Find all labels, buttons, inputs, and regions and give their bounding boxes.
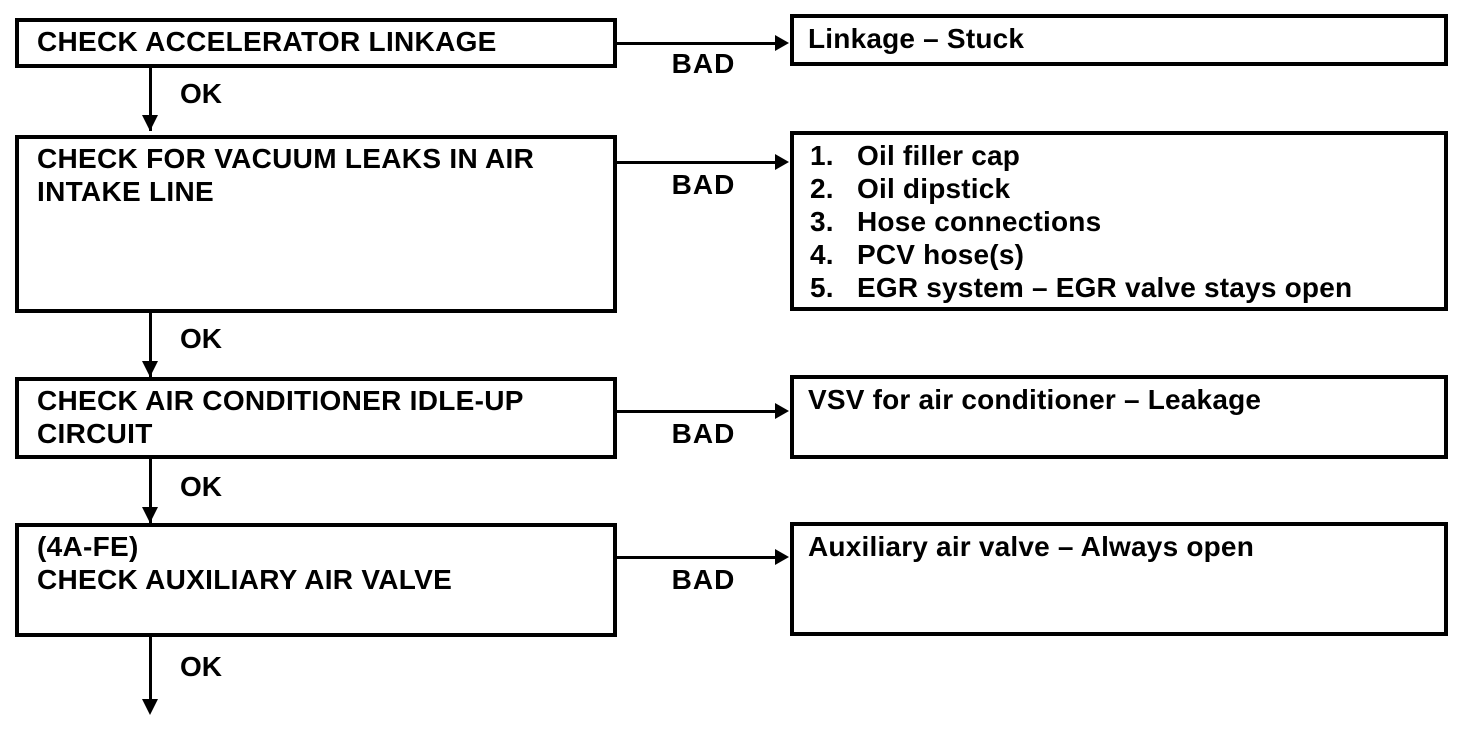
list-item-number: 1. bbox=[810, 140, 834, 171]
check-label: CHECK AIR CONDITIONER IDLE-UP CIRCUIT bbox=[37, 385, 524, 449]
bad-arrow-3 bbox=[617, 410, 777, 413]
check-box-vacuum-leaks: CHECK FOR VACUUM LEAKS IN AIR INTAKE LIN… bbox=[15, 135, 617, 313]
result-label: VSV for air conditioner – Leakage bbox=[808, 384, 1262, 415]
bad-label-2: BAD bbox=[671, 169, 736, 200]
arrow-down-icon bbox=[142, 115, 158, 131]
list-item-number: 2. bbox=[810, 173, 834, 204]
bad-label-3: BAD bbox=[671, 418, 736, 449]
check-label: CHECK FOR VACUUM LEAKS IN AIR INTAKE LIN… bbox=[37, 143, 535, 207]
list-item-text: EGR system – EGR valve stays open bbox=[857, 272, 1353, 303]
ok-label-3: OK bbox=[180, 471, 222, 502]
ok-label-2: OK bbox=[180, 323, 222, 354]
arrow-down-icon bbox=[142, 361, 158, 377]
arrow-right-icon bbox=[775, 549, 789, 565]
bad-label-1: BAD bbox=[671, 48, 736, 79]
result-list-item: 2. Oil dipstick bbox=[810, 172, 1430, 205]
result-label: Auxiliary air valve – Always open bbox=[808, 531, 1255, 562]
result-list-item: 1. Oil filler cap bbox=[810, 139, 1430, 172]
result-box-aux-valve-open: Auxiliary air valve – Always open bbox=[790, 522, 1448, 636]
ok-label-4: OK bbox=[180, 651, 222, 682]
list-item-text: Oil dipstick bbox=[857, 173, 1011, 204]
result-box-linkage-stuck: Linkage – Stuck bbox=[790, 14, 1448, 66]
check-box-auxiliary-air-valve: (4A-FE) CHECK AUXILIARY AIR VALVE bbox=[15, 523, 617, 637]
check-box-accelerator-linkage: CHECK ACCELERATOR LINKAGE bbox=[15, 18, 617, 68]
list-item-text: PCV hose(s) bbox=[857, 239, 1025, 270]
list-item-text: Oil filler cap bbox=[857, 140, 1021, 171]
arrow-right-icon bbox=[775, 154, 789, 170]
ok-label-1: OK bbox=[180, 78, 222, 109]
check-label: CHECK AUXILIARY AIR VALVE bbox=[37, 564, 453, 595]
result-label: Linkage – Stuck bbox=[808, 23, 1025, 54]
bad-label-4: BAD bbox=[671, 564, 736, 595]
arrow-right-icon bbox=[775, 403, 789, 419]
result-list-item: 4. PCV hose(s) bbox=[810, 238, 1430, 271]
bad-arrow-1 bbox=[617, 42, 777, 45]
arrow-down-icon bbox=[142, 507, 158, 523]
list-item-number: 3. bbox=[810, 206, 834, 237]
bad-arrow-4 bbox=[617, 556, 777, 559]
result-box-vsv-leakage: VSV for air conditioner – Leakage bbox=[790, 375, 1448, 459]
ok-arrow-4 bbox=[149, 637, 152, 701]
result-list-item: 3. Hose connections bbox=[810, 205, 1430, 238]
bad-arrow-2 bbox=[617, 161, 777, 164]
check-box-ac-idle-up: CHECK AIR CONDITIONER IDLE-UP CIRCUIT bbox=[15, 377, 617, 459]
ok-arrow-2 bbox=[149, 313, 152, 377]
ok-arrow-3 bbox=[149, 459, 152, 523]
list-item-number: 4. bbox=[810, 239, 834, 270]
result-list-item: 5. EGR system – EGR valve stays open bbox=[810, 271, 1430, 304]
engine-code-label: (4A-FE) bbox=[37, 531, 139, 562]
arrow-down-icon bbox=[142, 699, 158, 715]
list-item-number: 5. bbox=[810, 272, 834, 303]
check-label: CHECK ACCELERATOR LINKAGE bbox=[37, 26, 497, 57]
result-box-vacuum-leak-sources: 1. Oil filler cap 2. Oil dipstick 3. Hose c… bbox=[790, 131, 1448, 311]
arrow-right-icon bbox=[775, 35, 789, 51]
list-item-text: Hose connections bbox=[857, 206, 1102, 237]
ok-arrow-1 bbox=[149, 68, 152, 131]
